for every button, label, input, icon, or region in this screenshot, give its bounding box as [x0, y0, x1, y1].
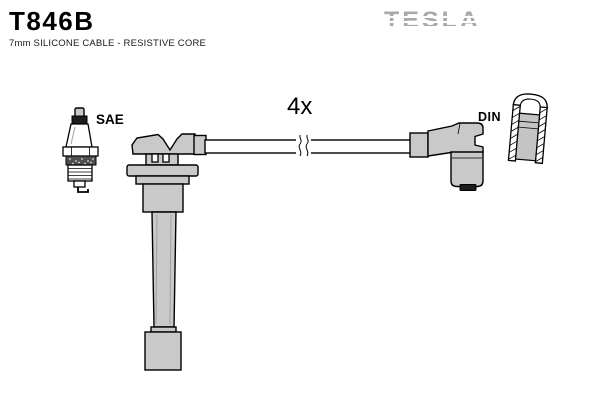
product-description: 7mm SILICONE CABLE - RESISTIVE CORE: [9, 38, 207, 50]
din-terminal-cutaway-icon: [507, 93, 548, 165]
din-label: DIN: [478, 110, 501, 124]
tesla-logo-text: TESLA: [384, 7, 490, 34]
quantity-label: 4x: [287, 93, 312, 120]
spark-plug-boot-icon: [126, 133, 207, 371]
logo-stripe: [382, 26, 490, 28]
logo-stripe: [382, 16, 490, 18]
header: T846B 7mm SILICONE CABLE - RESISTIVE COR…: [9, 6, 207, 50]
cable-break-mark: [298, 134, 309, 157]
tesla-logo: TESLA: [382, 6, 490, 36]
ignition-cable-icon: [204, 134, 412, 157]
spark-plug-icon: [62, 107, 99, 193]
part-number: T846B: [9, 6, 95, 36]
elbow-connector-icon: [409, 122, 484, 191]
logo-stripe: [382, 21, 490, 23]
sae-label: SAE: [96, 112, 124, 127]
